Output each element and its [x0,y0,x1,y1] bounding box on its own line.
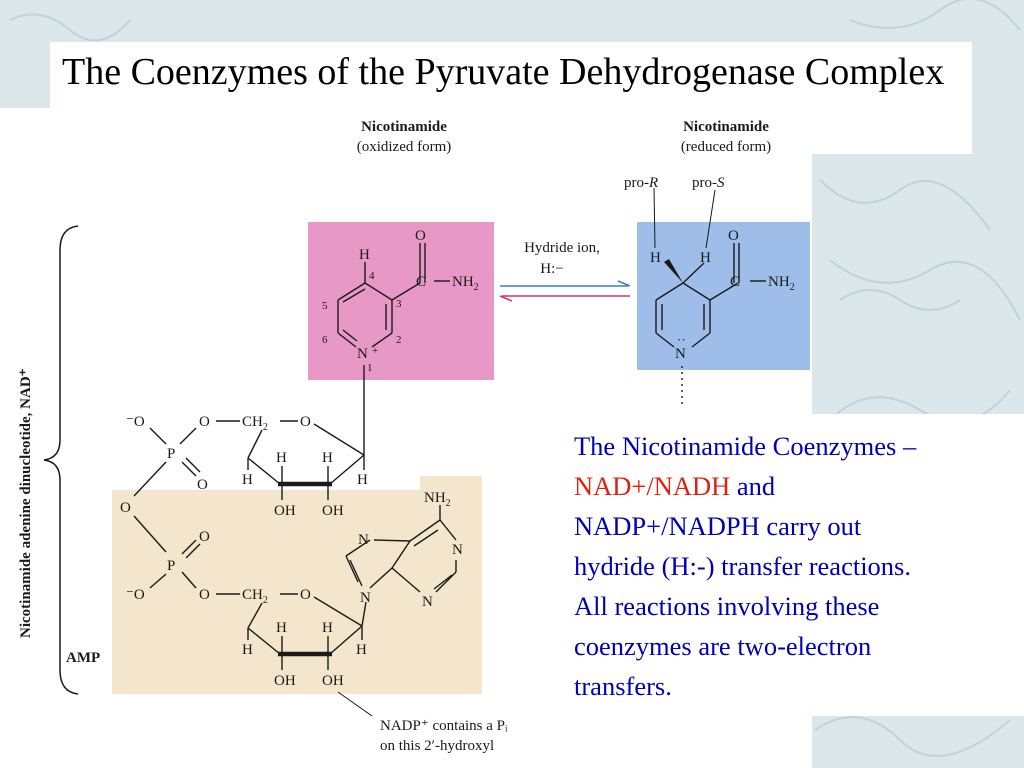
upper-phosphate-p: P [167,446,175,462]
oxidized-nicotinamide-box [308,222,494,380]
nadp-note-line1: NADP⁺ contains a Pᵢ [380,718,508,734]
reduced-form-label: (reduced form) [681,139,771,155]
body-line-5: All reactions involving these [574,591,880,621]
nad-brace [43,225,79,695]
pro-r-label: pro-R [624,175,658,191]
oxidized-amide-c: C [416,274,426,290]
ring-number-3: 3 [396,298,402,310]
amp-label: AMP [66,650,100,666]
upper-ribose-h3: H [242,472,253,488]
nad-vertical-label: Nicotinamide adenine dinucleotide, NAD⁺ [18,368,34,638]
oxidized-amide-nh2: NH2 [452,274,479,293]
upper-phosphate [133,420,298,497]
oxidized-header: Nicotinamide [361,119,447,135]
reduced-header: Nicotinamide [683,119,769,135]
body-line-7: transfers. [574,671,672,701]
nadp-pointer-line [337,691,373,717]
body-after-highlight: and [730,471,776,501]
reduced-h-pro-r: H [650,250,661,266]
adenine-n7: N [358,532,369,548]
lower-phosphate-o-minus: ⁻O [126,587,145,603]
upper-ribose [247,423,365,500]
ring-number-2: 2 [396,334,402,346]
adenine-n1: N [452,542,463,558]
lower-ribose-oh1: OH [274,673,296,689]
upper-ribose-h4: H [357,472,368,488]
upper-phosphate-o-bridge: O [199,414,210,430]
lower-ribose-h4: H [356,642,367,658]
hydride-label-line2: H:− [540,261,563,277]
reduced-amide-c: C [730,274,740,290]
upper-ribose-h2: H [322,450,333,466]
body-highlight: NAD+/NADH [574,471,731,501]
body-text: The Nicotinamide Coenzymes – NAD+/NADH an… [574,426,1020,706]
text-panel [562,414,1024,716]
reduced-lone-pair: ·· [677,332,686,347]
amp-box [112,476,482,694]
lower-phosphate [133,515,298,595]
upper-phosphate-o-double: O [197,477,208,493]
adenine-n3: N [422,594,433,610]
upper-ribose-oh2: OH [322,503,344,519]
lower-phosphate-o-bridge: O [199,587,210,603]
lower-ribose-h2: H [322,620,333,636]
lower-ch2: CH2 [242,587,268,606]
body-line-4: hydride (H:-) transfer reactions. [574,551,911,581]
bridge-o: O [120,500,131,516]
pro-s-label: pro-S [692,175,725,191]
ring-number-4: 4 [369,270,375,282]
lower-ribose-oh2: OH [322,673,344,689]
oxidized-carbonyl-o: O [415,228,426,244]
hydride-label-line1: Hydride ion, [524,240,600,256]
reverse-arrow [499,295,630,302]
body-line-3: NADP+/NADPH carry out [574,511,862,541]
adenine-ring [345,505,457,593]
adenine-n9: N [360,590,371,606]
body-line-6: coenzymes are two-electron [574,631,872,661]
upper-ribose-h1: H [276,450,287,466]
body-line-1: The Nicotinamide Coenzymes – [574,431,917,461]
upper-phosphate-o-minus: ⁻O [126,414,145,430]
reduced-dihydropyridine-ring [653,187,766,408]
nadp-note-line2: on this 2′-hydroxyl [380,738,494,754]
reduced-ring-n: N [675,346,686,362]
lower-phosphate-o-double: O [199,529,210,545]
upper-ch2: CH2 [242,414,268,433]
reduced-nicotinamide-box [637,222,810,370]
ring-number-5: 5 [322,300,328,312]
reduced-h-pro-s: H [700,250,711,266]
lower-ribose-o: O [300,587,311,603]
oxidized-h-atom: H [359,247,370,263]
upper-ribose-oh1: OH [274,503,296,519]
lower-ribose-h1: H [276,620,287,636]
slide-title: The Coenzymes of the Pyruvate Dehydrogen… [62,51,945,93]
ring-number-1: 1 [367,362,373,374]
reduced-carbonyl-o: O [728,228,739,244]
oxidized-form-label: (oxidized form) [357,139,452,155]
reduced-amide-nh2: NH2 [768,274,795,293]
lower-ribose-h3: H [242,642,253,658]
oxidized-pyridinium-ring [337,243,450,455]
upper-ribose-o: O [300,414,311,430]
lower-phosphate-p: P [167,558,175,574]
lower-ribose [247,596,367,670]
oxidized-ring-n-charge: + [372,345,378,357]
adenine-nh2: NH2 [424,490,451,509]
forward-arrow [500,280,631,287]
ring-number-6: 6 [322,334,328,346]
oxidized-ring-n: N [357,346,368,362]
